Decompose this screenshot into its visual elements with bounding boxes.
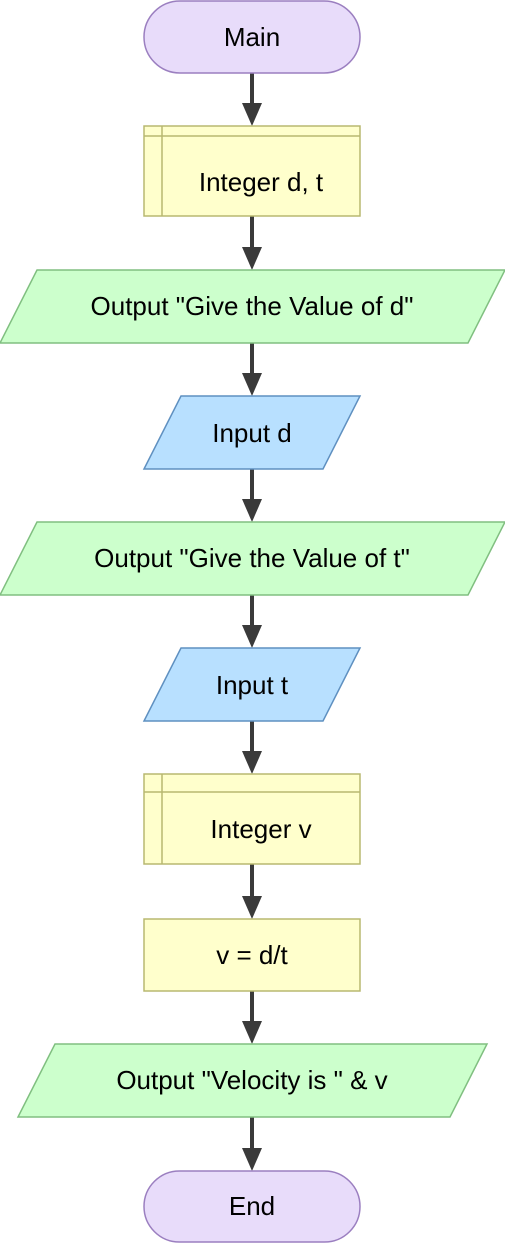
connectors [242,73,262,1171]
output-d-block: Output "Give the Value of d" [0,269,505,344]
start-terminal: Main [143,0,361,74]
end-label: End [229,1191,275,1221]
input-t-label: Input t [216,670,289,700]
arrowhead-3 [242,373,262,396]
output-t-block: Output "Give the Value of t" [0,521,505,596]
output-t-label: Output "Give the Value of t" [94,543,410,573]
arrowhead-7 [242,896,262,919]
arrowhead-9 [242,1148,262,1171]
arrowhead-8 [242,1021,262,1044]
arrowhead-4 [242,499,262,522]
arrowhead-6 [242,751,262,774]
output-d-label: Output "Give the Value of d" [91,291,414,321]
start-label: Main [224,22,280,52]
assign-v-label: v = d/t [216,940,288,970]
arrowhead-1 [242,103,262,126]
assign-v-block: v = d/t [143,918,361,992]
declare-v-block: Integer v [143,773,361,865]
arrowhead-2 [242,247,262,270]
input-d-label: Input d [212,418,292,448]
input-t-block: Input t [142,647,362,722]
output-v-label: Output "Velocity is " & v [116,1065,387,1095]
declare-dt-label: Integer d, t [199,167,324,197]
declare-v-label: Integer v [210,814,311,844]
declare-dt-block: Integer d, t [143,125,361,217]
end-terminal: End [143,1170,361,1243]
arrowhead-5 [242,625,262,648]
input-d-block: Input d [142,395,362,470]
output-v-block: Output "Velocity is " & v [16,1043,489,1118]
